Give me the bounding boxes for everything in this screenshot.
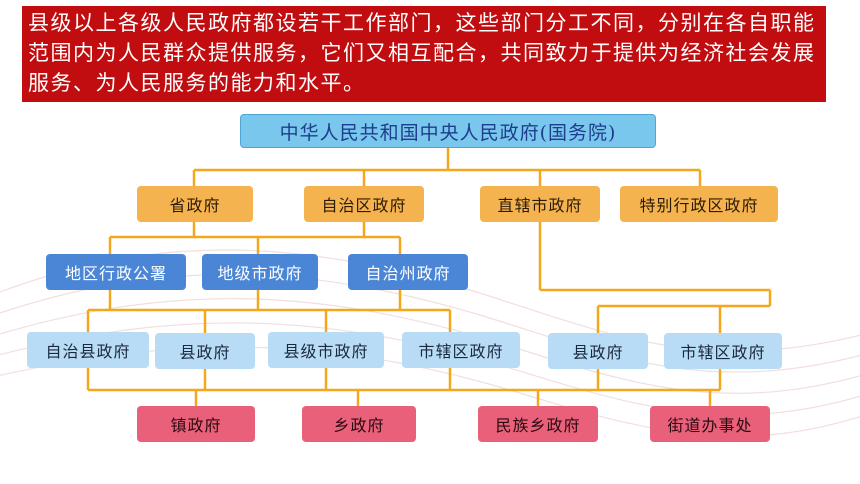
ethnic-township-government-node: 民族乡政府 — [478, 406, 598, 442]
subdistrict-office-node: 街道办事处 — [650, 406, 770, 442]
municipal-district-government-node: 市辖区政府 — [664, 333, 782, 369]
prefecture-office-node: 地区行政公署 — [46, 254, 186, 290]
township-government-node: 乡政府 — [302, 406, 416, 442]
municipal-county-government-node: 县政府 — [548, 333, 648, 369]
intro-text: 县级以上各级人民政府都设若干工作部门，这些部门分工不同，分别在各自职能范围内为人… — [28, 11, 816, 95]
town-government-node: 镇政府 — [137, 406, 255, 442]
county-government-node: 县政府 — [155, 333, 255, 369]
special-administrative-region-government-node: 特别行政区政府 — [620, 186, 778, 222]
prefecture-city-government-node: 地级市政府 — [202, 254, 318, 290]
municipality-government-node: 直辖市政府 — [480, 186, 600, 222]
county-level-city-government-node: 县级市政府 — [268, 332, 384, 368]
autonomous-prefecture-government-node: 自治州政府 — [348, 254, 468, 290]
central-government-node: 中华人民共和国中央人民政府(国务院) — [240, 114, 656, 148]
intro-banner: 县级以上各级人民政府都设若干工作部门，这些部门分工不同，分别在各自职能范围内为人… — [22, 6, 826, 102]
city-district-government-node: 市辖区政府 — [402, 332, 520, 368]
province-government-node: 省政府 — [137, 186, 253, 222]
autonomous-county-government-node: 自治县政府 — [27, 332, 149, 368]
autonomous-region-government-node: 自治区政府 — [304, 186, 424, 222]
